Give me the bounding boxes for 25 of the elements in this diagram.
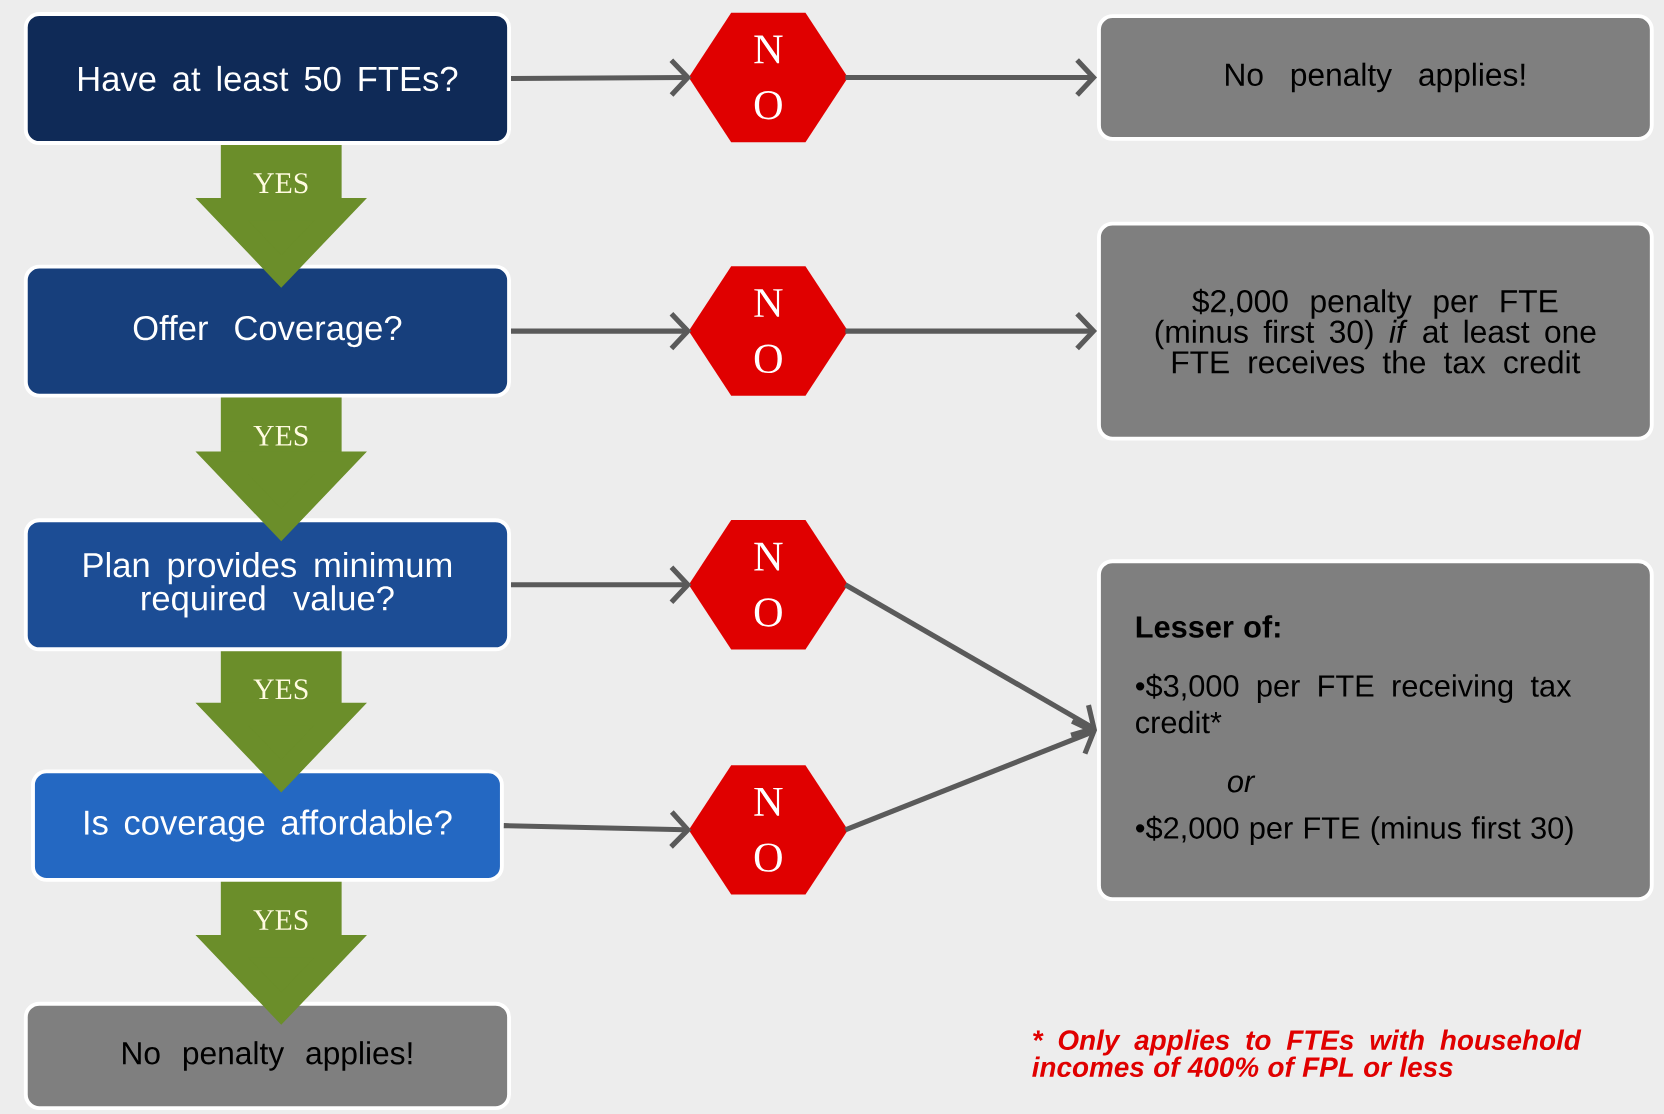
arrow — [503, 810, 692, 849]
decision-hexagon: N O — [688, 765, 848, 895]
arrow — [845, 311, 1098, 351]
decision-hexagon: N O — [688, 519, 848, 650]
arrow — [844, 718, 1098, 833]
arrow — [845, 58, 1098, 97]
process-box: Is coverage affordable? — [31, 769, 504, 882]
decision-hexagon: N O — [688, 266, 848, 396]
process-box: Have at least 50 FTEs? — [23, 11, 511, 145]
edge-label: YES — [253, 679, 308, 700]
process-box: $2,000 penalty per FTE (minus first 30) if at least one FTE receives the tax credit — [1097, 221, 1654, 441]
edge-label: YES — [253, 909, 308, 930]
process-box: No penalty applies! — [23, 1001, 511, 1110]
process-box: Lesser of: •$3,000 per FTE receiving tax credit* or •$2,000 per FTE (minus first 30) — [1097, 559, 1654, 901]
arrow — [511, 565, 692, 604]
process-box: No penalty applies! — [1097, 14, 1654, 141]
process-box: Offer Coverage? — [23, 264, 511, 398]
edge-label: YES — [253, 425, 308, 446]
arrow — [510, 58, 692, 97]
arrow — [511, 311, 692, 351]
edge-label: YES — [253, 173, 308, 193]
decision-hexagon: N O — [688, 12, 848, 143]
process-box: Plan provides minimum required value? — [23, 518, 511, 651]
arrow — [844, 582, 1098, 738]
footnote: * Only applies to FTEs with household incomes of 400% of FPL or less — [1032, 1029, 1582, 1077]
